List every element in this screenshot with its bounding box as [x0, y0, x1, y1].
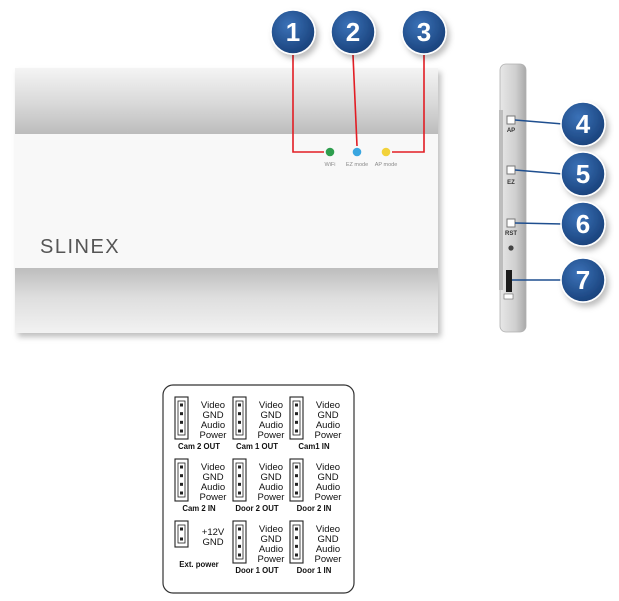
- callout-number: 3: [417, 17, 431, 47]
- callout-leader-line: [514, 222, 564, 225]
- connector-name: Door 1 IN: [297, 566, 332, 575]
- rst-side-label: RST: [505, 231, 517, 237]
- wifi-label: WiFi: [325, 162, 336, 168]
- ez-side-label: EZ: [507, 180, 515, 186]
- device-front-panel: [15, 68, 438, 333]
- callout-7-icon: [560, 257, 606, 303]
- callout-number: 2: [346, 17, 360, 47]
- callout-1-icon: [270, 9, 316, 55]
- pin-label: GND: [202, 472, 223, 483]
- callout-number: 6: [576, 209, 590, 239]
- pin-label: GND: [260, 410, 281, 421]
- callout-number: 5: [576, 159, 590, 189]
- connector-panel: [162, 384, 355, 594]
- pin-label: Audio: [201, 482, 225, 493]
- leader-line: [392, 55, 425, 153]
- pin-label: GND: [202, 410, 223, 421]
- pin-label: GND: [202, 537, 223, 548]
- pin-label: GND: [317, 534, 338, 545]
- callout-number: 7: [576, 265, 590, 295]
- microphone-hole: [508, 245, 514, 251]
- pin-label: Video: [259, 524, 283, 535]
- pin-label: Video: [201, 400, 225, 411]
- pin-label: Power: [258, 430, 285, 441]
- pin-label: Video: [259, 462, 283, 473]
- pin-label: Video: [316, 462, 340, 473]
- ap-mode-label: AP mode: [375, 162, 398, 168]
- connector-name: Cam 2 OUT: [178, 442, 220, 451]
- pin-label: Power: [200, 492, 227, 503]
- callout-4-icon: [560, 101, 606, 147]
- pin-label: GND: [317, 410, 338, 421]
- leader-line: [292, 55, 324, 153]
- ez-mode-led-icon: [352, 147, 362, 157]
- pin-label: Audio: [316, 420, 340, 431]
- callout-markers: 1 2 3 4 5 6 7: [270, 9, 606, 303]
- pin-label: Power: [258, 492, 285, 503]
- pin-label: Power: [315, 430, 342, 441]
- pin-label: Power: [200, 430, 227, 441]
- pin-label: Audio: [259, 420, 283, 431]
- pin-label: Audio: [201, 420, 225, 431]
- pin-label: Video: [201, 462, 225, 473]
- pin-label: GND: [317, 472, 338, 483]
- brand-logo: SLINEX: [40, 236, 120, 258]
- wifi-led-icon: [325, 147, 335, 157]
- callout-number: 1: [286, 17, 300, 47]
- pin-label: Audio: [259, 544, 283, 555]
- connector-name: Door 2 OUT: [235, 504, 279, 513]
- pin-label: Video: [316, 400, 340, 411]
- callout-leader-line: [514, 169, 564, 175]
- pin-label: +12V: [202, 527, 225, 538]
- ap-mode-led-icon: [381, 147, 391, 157]
- leader-line: [352, 54, 358, 147]
- callout-2-icon: [330, 9, 376, 55]
- ap-side-label: AP: [507, 128, 515, 134]
- pin-label: Video: [259, 400, 283, 411]
- rst-button[interactable]: [506, 218, 516, 228]
- pin-label: Audio: [316, 544, 340, 555]
- side-button-labels: AP EZ RST: [503, 128, 517, 300]
- ez-button[interactable]: [506, 165, 516, 175]
- pin-label: Power: [315, 554, 342, 565]
- pin-label: Video: [316, 524, 340, 535]
- card-slot-marker: [503, 293, 514, 300]
- connector-name: Cam1 IN: [298, 442, 330, 451]
- pin-label: Power: [315, 492, 342, 503]
- connector-name: Door 2 IN: [297, 504, 332, 513]
- callout-leader-line: [514, 119, 564, 125]
- ap-button[interactable]: [506, 115, 516, 125]
- pin-label: Audio: [316, 482, 340, 493]
- led-indicators: WiFi EZ mode AP mode: [292, 54, 425, 168]
- connector-name: Ext. power: [179, 560, 218, 569]
- callout-5-icon: [560, 151, 606, 197]
- callout-number: 4: [576, 109, 591, 139]
- card-slot: [506, 270, 512, 292]
- pin-label: Audio: [259, 482, 283, 493]
- device-side-view: [499, 63, 527, 333]
- connector-name: Cam 1 OUT: [236, 442, 278, 451]
- connector-name: Door 1 OUT: [235, 566, 279, 575]
- callout-3-icon: [401, 9, 447, 55]
- connector-name: Cam 2 IN: [182, 504, 216, 513]
- callout-6-icon: [560, 201, 606, 247]
- pin-label: Power: [258, 554, 285, 565]
- pin-label: GND: [260, 472, 281, 483]
- pin-label: GND: [260, 534, 281, 545]
- ez-mode-label: EZ mode: [346, 162, 368, 168]
